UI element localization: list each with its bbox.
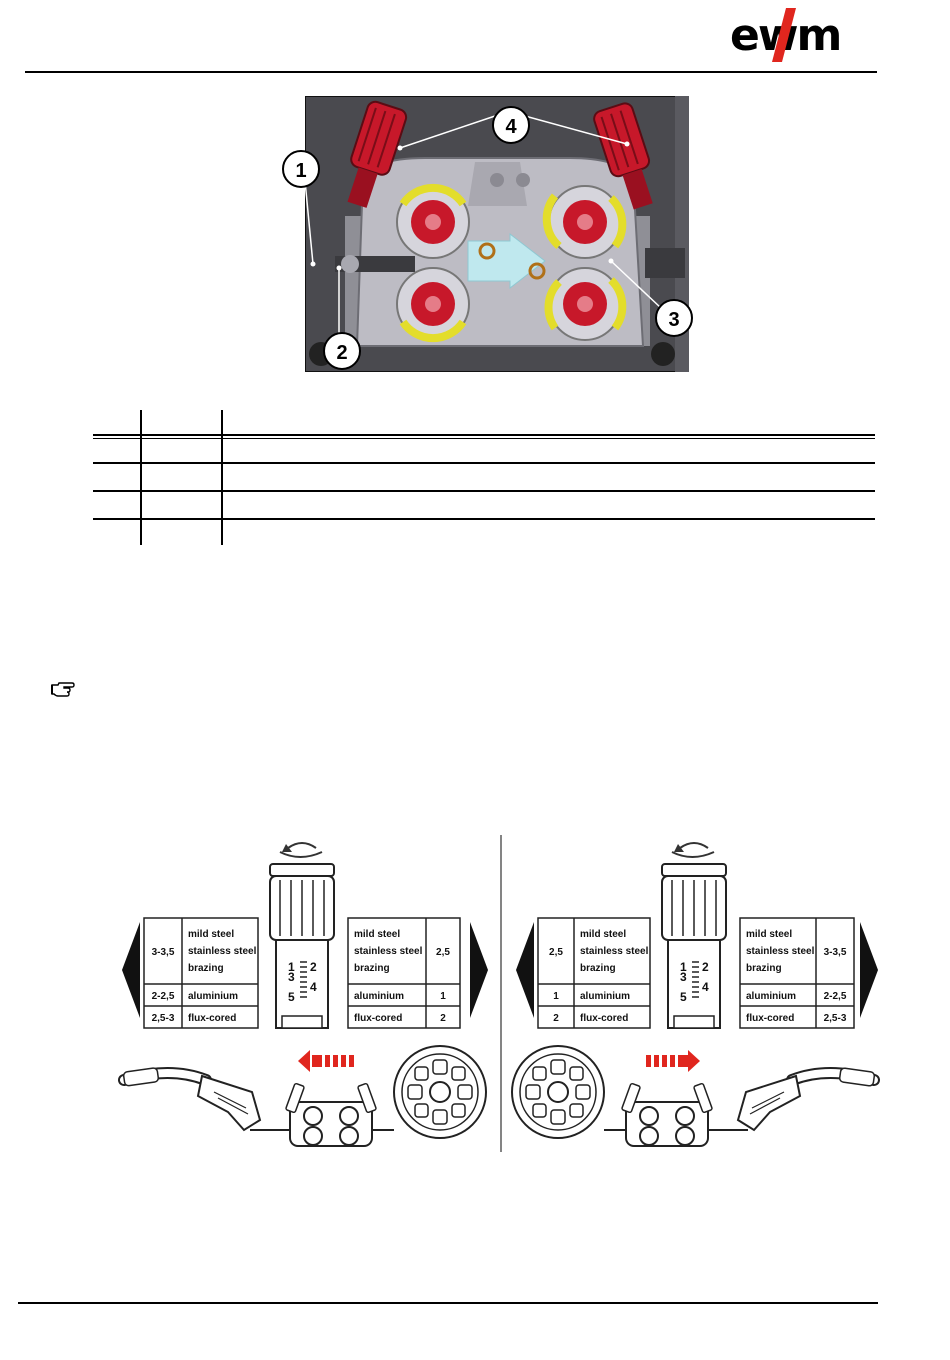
legend-col-divider xyxy=(221,410,223,545)
welding-torch-right xyxy=(736,1067,880,1132)
pressure-setting-figure: 1 2 3 4 5 3-3,5 mild steel stainless ste… xyxy=(118,835,880,1152)
callout-4: 4 xyxy=(492,106,530,144)
svg-text:3-3,5: 3-3,5 xyxy=(824,947,847,958)
welding-torch-left xyxy=(118,1067,262,1132)
wire-spool-left xyxy=(393,1045,487,1139)
svg-text:2,5-3: 2,5-3 xyxy=(152,1013,175,1024)
left-triangle xyxy=(122,922,140,1018)
callout-layer: 1 2 3 4 xyxy=(282,106,693,370)
svg-text:stainless steel: stainless steel xyxy=(354,946,423,957)
logo-slash xyxy=(772,8,796,62)
svg-text:2: 2 xyxy=(553,1013,559,1024)
right-triangle xyxy=(470,922,488,1018)
svg-text:4: 4 xyxy=(310,980,317,994)
pressure-knob-left xyxy=(347,100,408,208)
callout-2: 2 xyxy=(323,332,361,370)
svg-text:2,5: 2,5 xyxy=(436,947,450,958)
right-panel: 1 2 3 4 5 2,5 mild steel stainless steel… xyxy=(511,842,880,1147)
svg-text:stainless steel: stainless steel xyxy=(188,946,257,957)
right-triangle xyxy=(860,922,878,1018)
svg-text:stainless steel: stainless steel xyxy=(746,946,815,957)
svg-text:3-3,5: 3-3,5 xyxy=(152,947,175,958)
legend-rule xyxy=(93,462,875,464)
svg-text:mild steel: mild steel xyxy=(746,929,792,940)
wire-feed-figure xyxy=(305,96,689,372)
svg-text:1: 1 xyxy=(295,160,306,182)
svg-text:brazing: brazing xyxy=(580,963,616,974)
svg-text:2,5: 2,5 xyxy=(549,947,563,958)
svg-text:1: 1 xyxy=(680,960,687,974)
legend-row xyxy=(93,410,875,439)
svg-text:aluminium: aluminium xyxy=(746,991,796,1002)
svg-text:mild steel: mild steel xyxy=(580,929,626,940)
svg-text:flux-cored: flux-cored xyxy=(354,1013,402,1024)
svg-text:flux-cored: flux-cored xyxy=(746,1013,794,1024)
svg-text:mild steel: mild steel xyxy=(354,929,400,940)
svg-text:1: 1 xyxy=(288,960,295,974)
svg-text:2: 2 xyxy=(440,1013,446,1024)
svg-text:2-2,5: 2-2,5 xyxy=(824,991,847,1002)
header-rule xyxy=(25,71,877,73)
feed-unit-left xyxy=(285,1082,377,1147)
wire-spool-right xyxy=(511,1045,605,1139)
svg-text:mild steel: mild steel xyxy=(188,929,234,940)
svg-text:3: 3 xyxy=(680,970,687,984)
svg-text:flux-cored: flux-cored xyxy=(580,1013,628,1024)
legend-rule xyxy=(93,434,875,436)
svg-text:2: 2 xyxy=(702,960,709,974)
svg-text:stainless steel: stainless steel xyxy=(580,946,649,957)
svg-text:aluminium: aluminium xyxy=(354,991,404,1002)
legend-rule xyxy=(93,490,875,492)
svg-text:brazing: brazing xyxy=(354,963,390,974)
feed-unit-right xyxy=(621,1082,713,1147)
pointing-hand-icon xyxy=(51,682,75,697)
footer-rule xyxy=(18,1302,878,1304)
svg-text:aluminium: aluminium xyxy=(580,991,630,1002)
callout-1: 1 xyxy=(282,150,320,188)
svg-text:brazing: brazing xyxy=(188,963,224,974)
svg-text:3: 3 xyxy=(668,309,679,331)
svg-text:2: 2 xyxy=(336,342,347,364)
svg-text:4: 4 xyxy=(702,980,709,994)
svg-text:5: 5 xyxy=(680,990,687,1004)
svg-text:flux-cored: flux-cored xyxy=(188,1013,236,1024)
left-triangle xyxy=(516,922,534,1018)
ewm-logo: ewm xyxy=(730,8,842,62)
roller-bottom-left xyxy=(396,267,470,343)
legend-rule xyxy=(93,518,875,520)
svg-text:brazing: brazing xyxy=(746,963,782,974)
feed-direction-arrow-right xyxy=(646,1050,700,1072)
feed-direction-arrow-left xyxy=(298,1050,354,1072)
svg-text:aluminium: aluminium xyxy=(188,991,238,1002)
svg-text:2-2,5: 2-2,5 xyxy=(152,991,175,1002)
left-panel: 1 2 3 4 5 3-3,5 mild steel stainless ste… xyxy=(118,842,488,1147)
roller-bottom-right xyxy=(544,267,627,341)
svg-text:1: 1 xyxy=(553,991,559,1002)
callout-3: 3 xyxy=(655,299,693,337)
roller-top-left xyxy=(396,183,470,259)
svg-text:2,5-3: 2,5-3 xyxy=(824,1013,847,1024)
svg-text:3: 3 xyxy=(288,970,295,984)
pressure-knob-right xyxy=(593,102,653,210)
legend-col-divider xyxy=(140,410,142,545)
roller-top-right xyxy=(542,185,627,259)
svg-text:2: 2 xyxy=(310,960,317,974)
svg-text:4: 4 xyxy=(505,116,517,138)
svg-text:5: 5 xyxy=(288,990,295,1004)
svg-text:1: 1 xyxy=(440,991,446,1002)
